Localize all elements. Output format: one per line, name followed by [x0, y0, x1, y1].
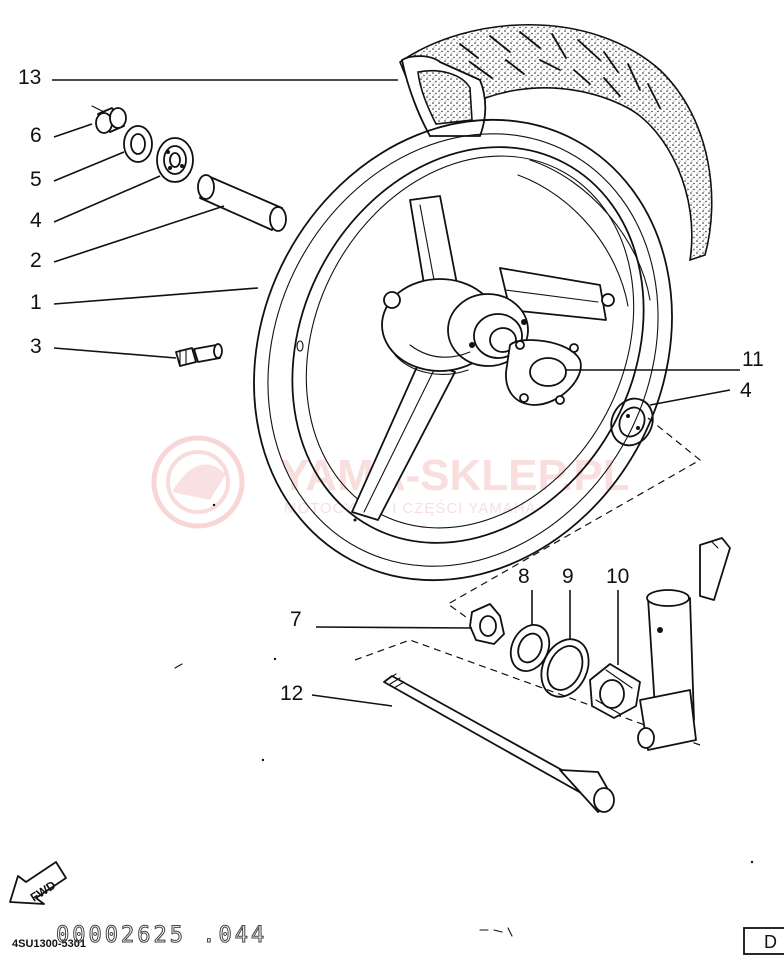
callout-4: 4 — [30, 209, 42, 232]
brake-disc-carrier-11 — [505, 339, 582, 406]
callout-8: 8 — [518, 565, 530, 588]
callout-10: 10 — [606, 565, 629, 588]
corner-box: D — [743, 927, 784, 955]
valve-3 — [175, 340, 304, 367]
bearing-4 — [156, 137, 194, 183]
callout-5: 5 — [30, 168, 42, 191]
watermark-title: YAMA-SKLEP.PL — [280, 451, 630, 500]
wheel-spokes-hub — [351, 195, 615, 521]
leader-lines — [52, 79, 740, 707]
tire-13 — [399, 23, 713, 262]
oil-seal-5 — [123, 125, 153, 163]
fork-leg — [637, 537, 731, 751]
spacer-2 — [197, 174, 287, 232]
collar-10 — [589, 663, 641, 719]
reference-code: 4SU1300-5301 — [12, 938, 86, 950]
o-ring-9 — [540, 638, 590, 698]
callout-6: 6 — [30, 124, 42, 147]
callout-3: 3 — [30, 335, 42, 358]
callout-11: 11 — [742, 348, 764, 371]
callout-1: 1 — [30, 291, 42, 314]
corner-box-label: D — [764, 932, 777, 952]
callout-12: 12 — [280, 682, 303, 705]
axle-12 — [383, 673, 615, 813]
scan-specks — [174, 503, 754, 937]
callout-2: 2 — [30, 249, 42, 272]
scan-code: 00002625 .044 — [56, 923, 267, 948]
callout-4-right: 4 — [740, 379, 752, 402]
watermark: YAMA-SKLEP.PL MOTOCYKLE I CZĘŚCI YAMAHA — [151, 435, 630, 529]
fwd-arrow-icon: FWD — [9, 861, 67, 905]
watermark-logo — [151, 435, 245, 529]
bearing-4-right — [610, 397, 654, 447]
callout-7: 7 — [290, 608, 302, 631]
collar-6 — [91, 105, 127, 134]
lock-washer-7 — [469, 603, 505, 645]
callout-9: 9 — [562, 565, 574, 588]
callout-13: 13 — [18, 66, 41, 89]
watermark-subtitle: MOTOCYKLE I CZĘŚCI YAMAHA — [284, 499, 537, 517]
